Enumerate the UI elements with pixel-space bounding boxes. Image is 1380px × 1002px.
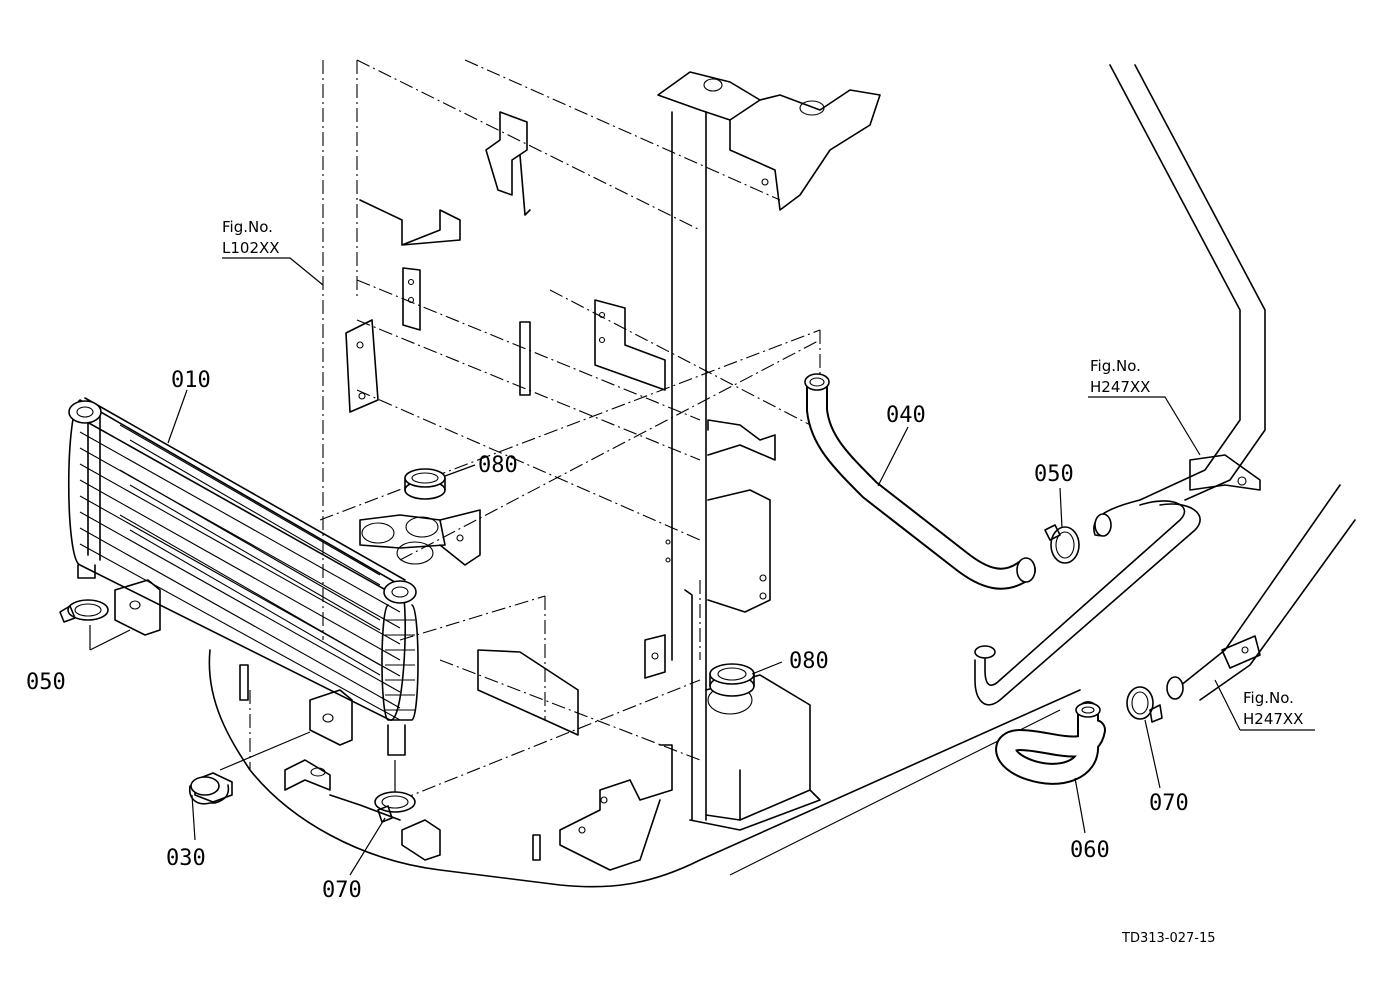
drawing-code: TD313-027-15 xyxy=(1121,931,1216,946)
hose-clamp-050-right xyxy=(1044,524,1080,564)
floor-outline xyxy=(208,514,1081,888)
part-label-070-right: 070 xyxy=(1149,791,1189,816)
part-label-010: 010 xyxy=(171,368,211,393)
part-label-080-upper: 080 xyxy=(478,453,518,478)
frame-post xyxy=(345,71,881,871)
reservoir xyxy=(689,674,821,831)
part-label-040: 040 xyxy=(886,403,926,428)
figure-refs: Fig.No. L102XX Fig.No. H247XX Fig.No. H2… xyxy=(222,218,1303,728)
part-label-050-left: 050 xyxy=(26,670,66,695)
grommet-upper xyxy=(404,468,446,500)
fig-ref-h247-lower-line1: Fig.No. xyxy=(1243,689,1294,707)
bolt-030 xyxy=(188,772,233,805)
part-label-050-right: 050 xyxy=(1034,462,1074,487)
fig-ref-h247-lower-line2: H247XX xyxy=(1243,710,1303,728)
fig-ref-l102-line1: Fig.No. xyxy=(222,218,273,236)
frame-outline xyxy=(249,59,821,801)
oil-cooler xyxy=(67,397,419,756)
part-label-060: 060 xyxy=(1070,838,1110,863)
part-label-030: 030 xyxy=(166,846,206,871)
part-labels: 010 030 040 050 050 060 070 070 080 080 xyxy=(26,368,1189,903)
fig-ref-h247-upper-line1: Fig.No. xyxy=(1090,357,1141,375)
hose-060 xyxy=(995,701,1106,785)
fig-ref-h247-upper-line2: H247XX xyxy=(1090,378,1150,396)
part-label-080-lower: 080 xyxy=(789,649,829,674)
fig-ref-l102-line2: L102XX xyxy=(222,239,280,257)
hose-040 xyxy=(804,373,1036,590)
hose-clamp-050-left xyxy=(59,599,109,623)
grommet-lower xyxy=(709,663,755,697)
pipe-h247 xyxy=(974,64,1356,706)
part-label-070-left: 070 xyxy=(322,878,362,903)
hose-clamp-070-right xyxy=(1126,686,1163,723)
leader-lines xyxy=(89,257,1315,876)
